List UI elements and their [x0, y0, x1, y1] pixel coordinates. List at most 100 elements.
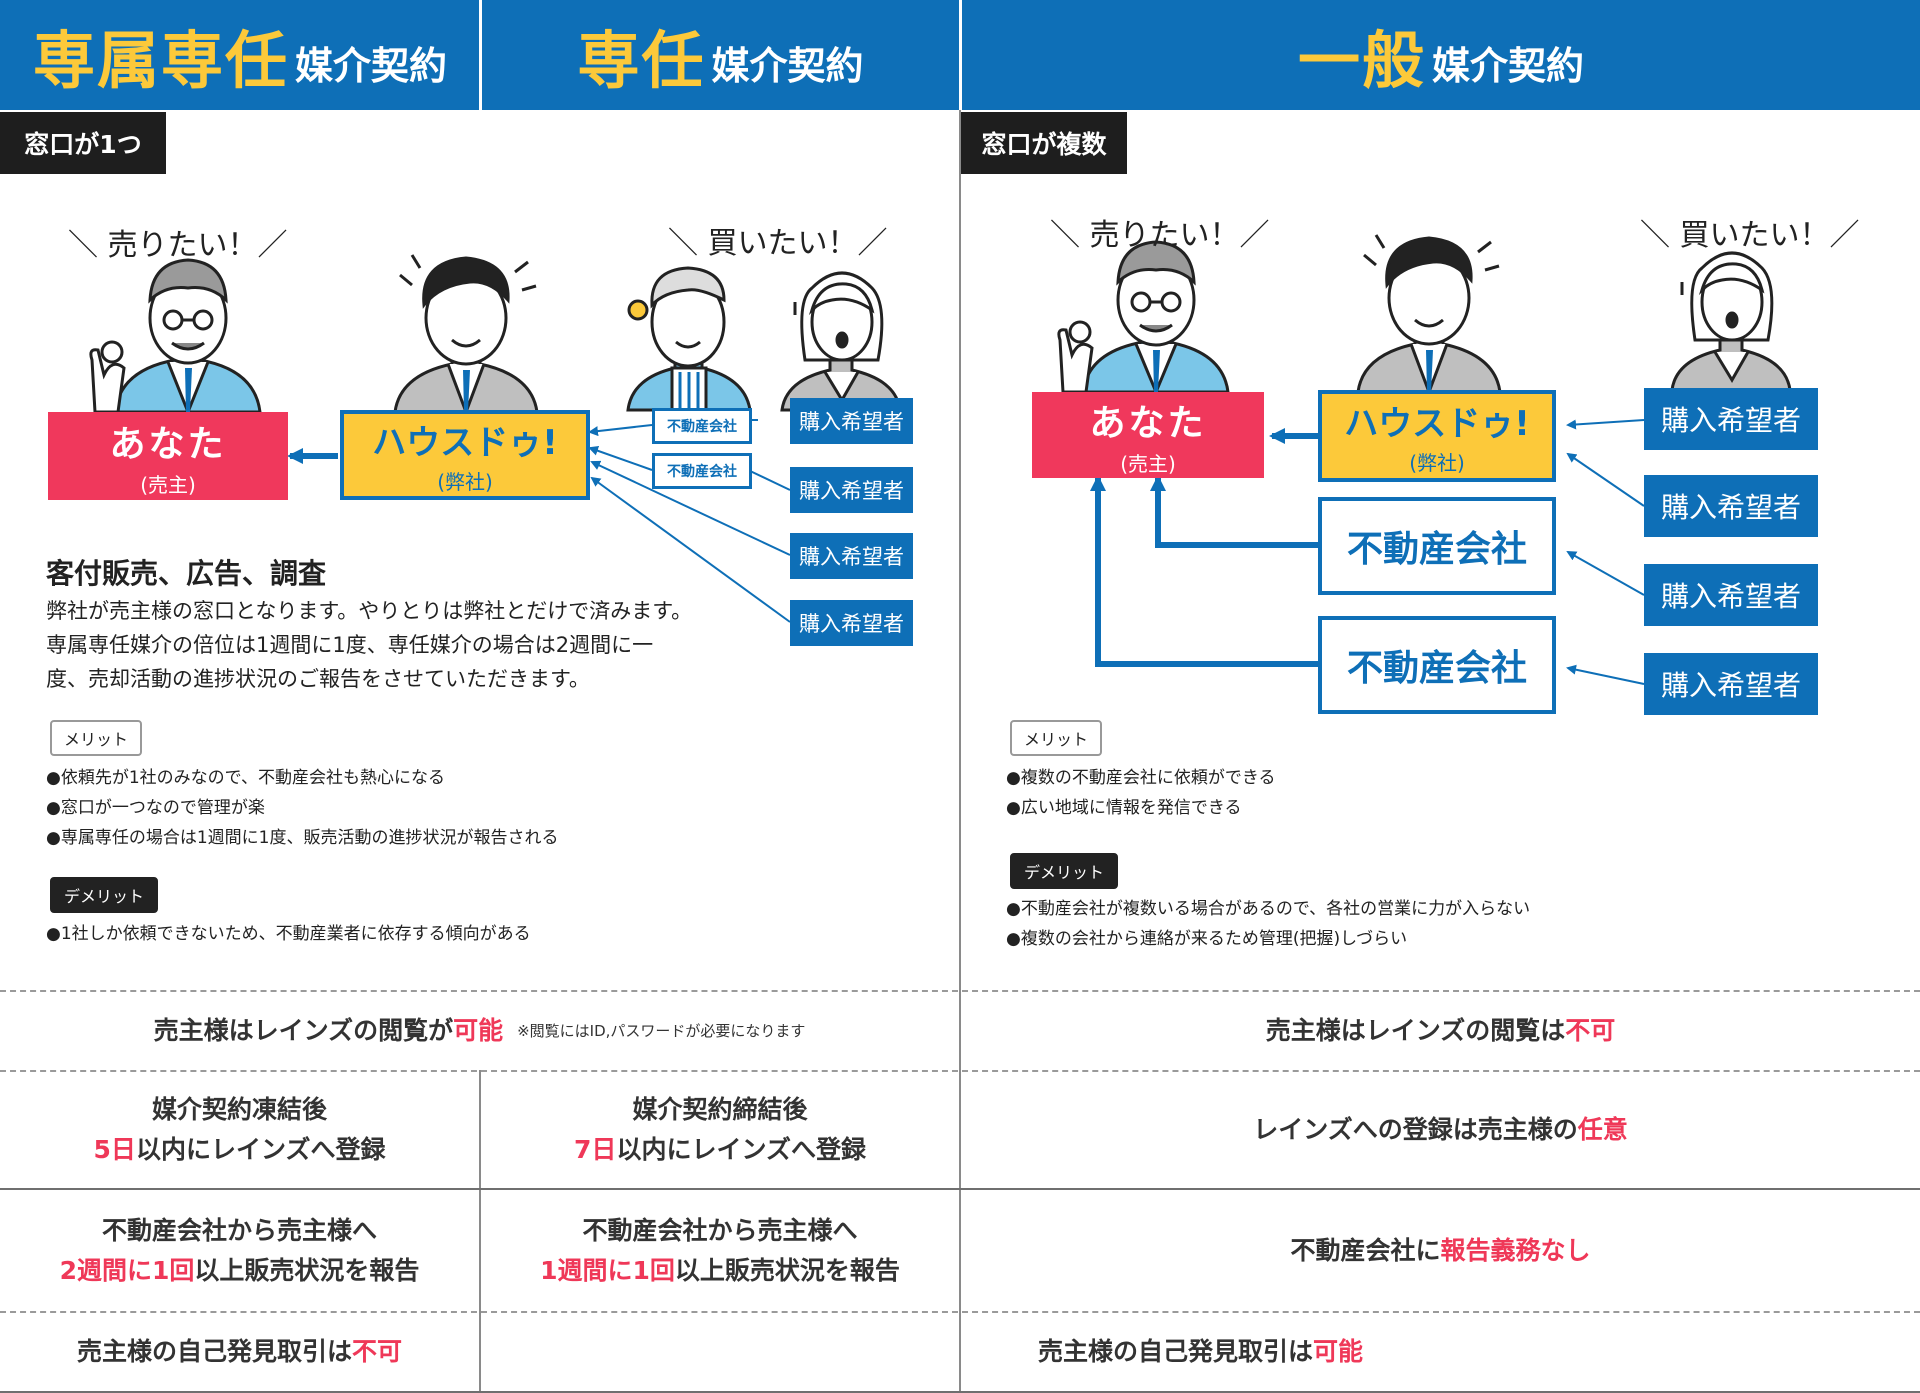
register-highlight: 7日	[574, 1135, 617, 1164]
right-seller-shout: ＼ 売りたい！／	[1050, 218, 1270, 253]
register-col1: 媒介契約凍結後 5日以内にレインズへ登録	[0, 1072, 479, 1188]
header-divider	[479, 0, 482, 110]
header-exclusive-big: 専任	[577, 24, 706, 97]
left-paragraph-line: 専属専任媒介の倍位は1週間に1度、専任媒介の場合は2週間に一	[46, 633, 654, 657]
left-agent-box: 不動産会社	[652, 453, 752, 489]
reins-view-highlight: 可能	[453, 1016, 504, 1045]
register-highlight: 5日	[93, 1135, 136, 1164]
seller-person-icon	[89, 258, 262, 417]
report-highlight: 報告義務なし	[1440, 1235, 1591, 1265]
header-exclusive-special-big: 専属専任	[32, 24, 289, 97]
header-general-small: 媒介契約	[1432, 43, 1585, 88]
left-buyer-box: 購入希望者	[790, 467, 913, 513]
left-you-box: あなた (売主)	[48, 412, 288, 500]
right-agent-box: 不動産会社	[1318, 497, 1556, 595]
header-exclusive-special: 専属専任 媒介契約	[0, 0, 480, 110]
self-find-highlight: 不可	[352, 1337, 403, 1366]
header-general-big: 一般	[1297, 24, 1426, 97]
reins-view-right: 売主様はレインズの閲覧は 不可	[961, 992, 1920, 1070]
row-divider	[0, 990, 1920, 992]
register-line1: 媒介契約凍結後	[151, 1095, 327, 1124]
left-merit-label: メリット	[50, 720, 143, 756]
housedo-label: ハウスドゥ!	[372, 423, 558, 463]
right-window-tag: 窓口が複数	[961, 112, 1127, 174]
report-col2: 不動産会社から売主様へ 1週間に1回以上販売状況を報告	[481, 1190, 959, 1311]
buyer-woman-icon	[1670, 251, 1792, 392]
left-buyer-box: 購入希望者	[790, 398, 913, 444]
report-line1: 不動産会社から売主様へ	[101, 1215, 377, 1245]
right-merit-item: ●広い地域に情報を発信できる	[1006, 798, 1242, 818]
right-buyer-box: 購入希望者	[1644, 564, 1818, 626]
right-buyer-shout: ＼ 買いたい！／	[1640, 218, 1860, 253]
report-post: 以上販売状況を報告	[674, 1255, 900, 1285]
right-buyer-box: 購入希望者	[1644, 388, 1818, 450]
header-exclusive-special-small: 媒介契約	[295, 43, 448, 88]
right-merit-label: メリット	[1010, 720, 1103, 756]
agent-staff-icon	[626, 266, 752, 412]
right-demerit-item: ●不動産会社が複数いる場合があるので、各社の営業に力が入らない	[1006, 899, 1531, 919]
left-heading: 客付販売、広告、調査	[46, 557, 327, 590]
report-text: 不動産会社に	[1290, 1235, 1441, 1265]
housedo-staff-icon	[393, 254, 539, 417]
seller-person-icon	[1057, 240, 1230, 396]
register-text: レインズへの登録は売主様の	[1253, 1115, 1578, 1144]
left-paragraph-line: 弊社が売主様の窓口となります。やりとりは弊社とだけで済みます。	[46, 599, 693, 623]
self-find-highlight: 可能	[1313, 1337, 1364, 1366]
left-buyer-box: 購入希望者	[790, 533, 913, 579]
left-seller-shout: ＼ 売りたい！／	[68, 228, 288, 263]
right-buyer-box: 購入希望者	[1644, 653, 1818, 715]
reins-view-note: ※閲覧にはID,パスワードが必要になります	[517, 1022, 806, 1040]
you-label: あなた	[109, 423, 227, 465]
diagram-illustration	[89, 234, 1792, 685]
left-merit-item: ●窓口が一つなので管理が楽	[46, 798, 265, 818]
right-demerit-label: デメリット	[1010, 853, 1119, 889]
left-buyer-shout: ＼ 買いたい！／	[668, 226, 888, 261]
you-label: あなた	[1089, 402, 1207, 444]
left-agent-box: 不動産会社	[652, 408, 752, 444]
report-col1: 不動産会社から売主様へ 2週間に1回以上販売状況を報告	[0, 1190, 479, 1311]
housedo-label: ハウスドゥ!	[1344, 404, 1530, 444]
column-divider-bottom	[479, 1320, 481, 1393]
right-you-box: あなた (売主)	[1032, 392, 1264, 478]
reins-view-text: 売主様はレインズの閲覧は	[1265, 1016, 1566, 1045]
reins-view-highlight: 不可	[1565, 1016, 1616, 1045]
column-divider-left	[479, 1070, 481, 1320]
header-divider	[959, 0, 962, 110]
our-company-label: (弊社)	[1409, 451, 1465, 475]
column-divider-main	[959, 110, 961, 1393]
our-company-label: (弊社)	[437, 470, 493, 494]
left-housedo-box: ハウスドゥ! (弊社)	[340, 410, 590, 500]
left-merit-item: ●依頼先が1社のみなので、不動産会社も熱心になる	[46, 768, 445, 788]
right-housedo-box: ハウスドゥ! (弊社)	[1318, 390, 1556, 482]
left-demerit-label: デメリット	[50, 877, 159, 913]
report-right: 不動産会社に 報告義務なし	[961, 1190, 1920, 1311]
right-buyer-box: 購入希望者	[1644, 475, 1818, 537]
reins-view-text: 売主様はレインズの閲覧が	[153, 1016, 454, 1045]
left-merit-item: ●専属専任の場合は1週間に1度、販売活動の進捗状況が報告される	[46, 828, 559, 848]
reins-view-left: 売主様はレインズの閲覧が 可能 ※閲覧にはID,パスワードが必要になります	[0, 992, 959, 1070]
seller-label: (売主)	[140, 472, 196, 497]
report-highlight: 1週間に1回	[540, 1255, 675, 1285]
self-find-text: 売主様の自己発見取引は	[1037, 1337, 1313, 1366]
report-highlight: 2週間に1回	[59, 1255, 195, 1285]
header-exclusive-small: 媒介契約	[711, 43, 864, 88]
register-post: 以内にレインズへ登録	[616, 1135, 866, 1164]
right-demerit-item: ●複数の会社から連絡が来るため管理(把握)しづらい	[1006, 929, 1408, 949]
seller-label: (売主)	[1120, 451, 1176, 476]
register-line1: 媒介契約締結後	[632, 1095, 808, 1124]
self-find-left: 売主様の自己発見取引は 不可	[0, 1313, 479, 1391]
header-exclusive: 専任 媒介契約	[482, 0, 959, 110]
register-post: 以内にレインズへ登録	[135, 1135, 386, 1164]
register-highlight: 任意	[1577, 1115, 1628, 1144]
row-divider	[0, 1311, 1920, 1313]
self-find-right: 売主様の自己発見取引は 可能	[481, 1313, 1920, 1391]
left-paragraph-line: 度、売却活動の進捗状況のご報告をさせていただきます。	[46, 667, 590, 691]
self-find-text: 売主様の自己発見取引は	[76, 1337, 352, 1366]
buyer-woman-icon	[780, 271, 902, 412]
row-divider	[0, 1188, 1920, 1190]
left-window-tag: 窓口が1つ	[0, 112, 166, 174]
left-buyer-box: 購入希望者	[790, 600, 913, 646]
bottom-border	[0, 1391, 1920, 1393]
report-line1: 不動産会社から売主様へ	[582, 1215, 858, 1245]
right-agent-box: 不動産会社	[1318, 616, 1556, 714]
